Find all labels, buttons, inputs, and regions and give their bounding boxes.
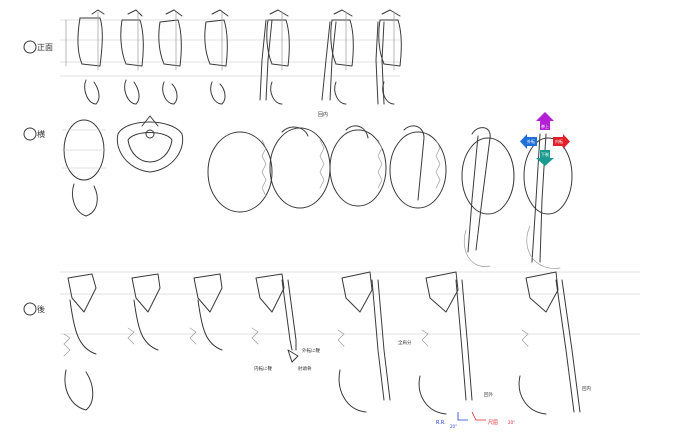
arrow-up-icon: 挙上 [536, 112, 554, 130]
svg-text:20°: 20° [508, 420, 515, 425]
side-figure-5 [461, 127, 515, 267]
side-figure-2 [269, 126, 331, 209]
svg-text:内転に鞭: 内転に鞭 [254, 365, 272, 372]
svg-text:下制: 下制 [541, 151, 549, 157]
svg-text:正面: 正面 [37, 43, 53, 52]
arrow-right-icon: 内転 [553, 134, 570, 149]
front-figure-4 [204, 9, 229, 105]
row-label-front: 正面 [23, 40, 53, 54]
front-figure-1 [65, 9, 105, 105]
front-figure-3 [158, 9, 183, 105]
side-top-view [116, 115, 184, 173]
arrow-left-icon: 外転 [520, 134, 537, 149]
svg-text:尺屈: 尺屈 [488, 420, 498, 426]
front-figure-6: 回内 [318, 9, 354, 118]
svg-text:外転: 外転 [527, 138, 535, 144]
svg-text:R.R.: R.R. [436, 420, 446, 426]
svg-text:20°: 20° [450, 424, 457, 429]
row-label-side: 横 [23, 127, 45, 141]
svg-text:挙上: 挙上 [541, 123, 549, 129]
svg-text:回外: 回外 [484, 391, 493, 398]
back-figure-3 [189, 273, 223, 351]
direction-arrows: 挙上 下制 外転 内転 [520, 112, 570, 166]
back-row: 外転に鞭 内転に鞭 肘頭骨 全肩分 回外 R.R. 20° 尺屈 20° [60, 271, 640, 429]
svg-text:回内: 回内 [582, 385, 591, 392]
svg-text:後: 後 [37, 304, 45, 314]
back-figure-4: 外転に鞭 内転に鞭 肘頭骨 [251, 273, 320, 372]
back-figure-5: 全肩分 [337, 271, 412, 413]
front-row: 回内 [60, 9, 402, 118]
svg-text:回内: 回内 [318, 111, 328, 118]
front-figure-2 [120, 9, 144, 105]
side-figure-1 [207, 131, 273, 213]
svg-text:全肩分: 全肩分 [398, 339, 412, 346]
svg-text:肘頭骨: 肘頭骨 [298, 365, 312, 372]
svg-text:外転に鞭: 外転に鞭 [302, 347, 320, 354]
back-figure-1 [63, 273, 97, 411]
front-figure-7 [375, 9, 402, 105]
back-figure-6: 回外 R.R. 20° 尺屈 20° [418, 271, 515, 429]
back-figure-7: 回内 [518, 271, 591, 415]
row-label-back: 後 [23, 302, 45, 316]
side-figure-4 [389, 125, 447, 209]
back-figure-2 [127, 273, 161, 351]
front-figure-5 [259, 9, 290, 105]
side-profile [62, 119, 106, 217]
svg-text:内転: 内転 [555, 138, 563, 144]
side-row: 挙上 下制 外転 内転 [62, 112, 573, 269]
arrow-down-icon: 下制 [536, 150, 554, 166]
svg-text:横: 横 [37, 129, 45, 139]
side-figure-3 [329, 125, 387, 207]
